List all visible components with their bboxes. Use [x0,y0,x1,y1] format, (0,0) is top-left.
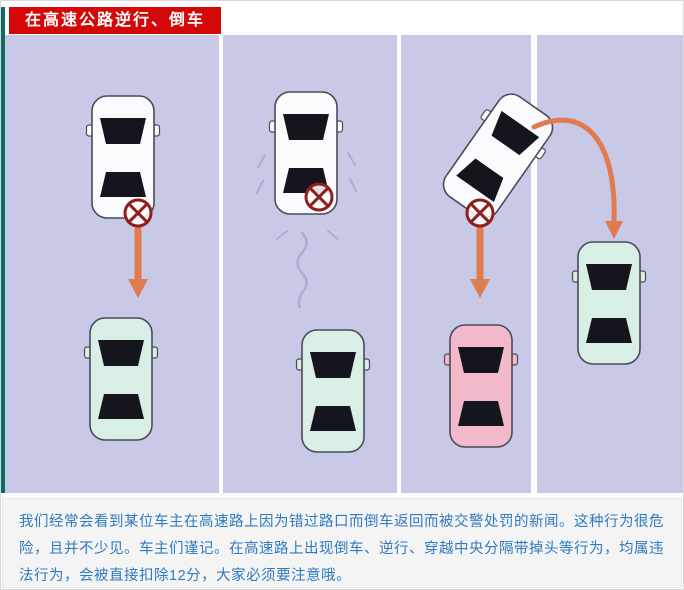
median-line [531,35,537,493]
no-entry-icon [123,198,153,228]
lane-divider-2 [397,35,401,493]
motion-marks [256,152,357,240]
explanation-text: 我们经常会看到某位车主在高速路上因为错过路口而倒车返回而被交警处罚的新闻。这种行… [19,514,664,584]
car-lane1-reversing [85,95,161,219]
zigzag-motion-icon [296,231,308,309]
no-entry-icon [465,198,495,228]
lane-divider-1 [219,35,223,493]
car-lane1-front [83,317,159,441]
left-accent-strip [1,7,5,493]
arrow-down-icon [128,225,148,298]
arrow-down-icon [470,225,490,298]
page-title: 在高速公路逆行、倒车 [25,12,206,29]
curved-arrow-icon [531,117,623,239]
car-lane4 [571,241,647,365]
explanation-panel: 我们经常会看到某位车主在高速路上因为错过路口而倒车返回而被交警处罚的新闻。这种行… [2,498,682,588]
highway-illustration [5,35,683,493]
title-badge: 在高速公路逆行、倒车 [9,7,222,35]
car-lane2-front [295,329,371,453]
no-entry-icon [304,182,334,212]
car-lane3-oncoming [443,324,519,448]
